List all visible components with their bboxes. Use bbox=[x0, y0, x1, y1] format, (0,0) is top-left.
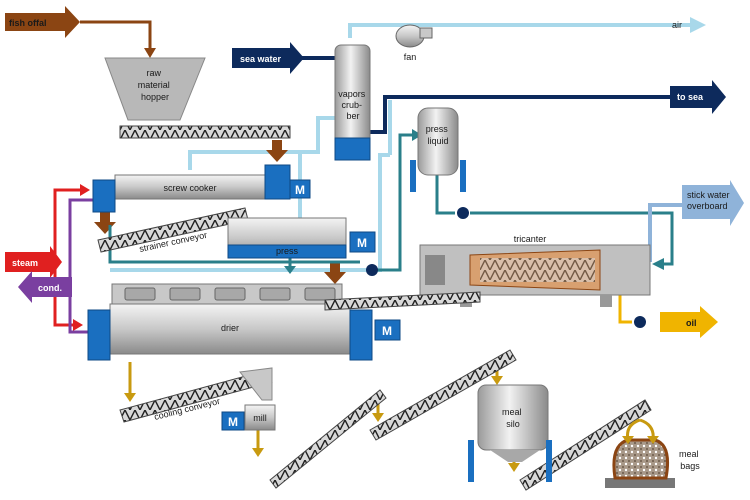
drier-motor bbox=[374, 319, 401, 341]
stick-water-arrow bbox=[682, 180, 744, 226]
label-fish-offal: fish offal bbox=[9, 18, 47, 28]
pump-stick-water bbox=[457, 207, 469, 219]
drier bbox=[87, 283, 373, 361]
meal-bags bbox=[605, 438, 675, 488]
label-drier: drier bbox=[221, 323, 239, 333]
press-liquid-tank bbox=[410, 107, 466, 192]
label-meal-bags: meal bags bbox=[679, 449, 701, 471]
conveyor-2 bbox=[369, 349, 517, 441]
tricanter bbox=[419, 244, 651, 307]
fish-offal-arrow bbox=[5, 6, 80, 38]
label-screw-cooker: screw cooker bbox=[163, 183, 216, 193]
steam-arrow bbox=[5, 246, 62, 278]
air-arrow bbox=[690, 17, 706, 33]
conveyor-3 bbox=[519, 399, 652, 491]
cond-arrow bbox=[18, 271, 72, 303]
meal-silo bbox=[468, 384, 552, 482]
label-sea-water: sea water bbox=[240, 54, 282, 64]
label-meal-silo: meal silo bbox=[502, 407, 524, 429]
motor-label-mill: M bbox=[228, 415, 238, 429]
fish-flow-lines bbox=[80, 20, 152, 50]
label-stick-water-overboard: stick water overboard bbox=[687, 190, 732, 211]
sea-water-in-arrow bbox=[232, 42, 304, 74]
drier-to-tricanter-conveyor bbox=[324, 291, 481, 311]
mill-motor bbox=[221, 411, 245, 431]
raw-material-hopper bbox=[104, 57, 206, 121]
label-steam: steam bbox=[12, 258, 38, 268]
press-motor bbox=[349, 231, 376, 253]
oil-arrow bbox=[660, 306, 718, 338]
motor-label-drier: M bbox=[382, 324, 392, 338]
label-press: press bbox=[276, 246, 299, 256]
label-tricanter: tricanter bbox=[514, 234, 547, 244]
hopper-screw-conveyor bbox=[119, 125, 291, 139]
label-to-sea: to sea bbox=[677, 92, 704, 102]
label-fan: fan bbox=[404, 52, 417, 62]
mill bbox=[244, 404, 276, 431]
motor-label-press: M bbox=[357, 236, 367, 250]
label-oil: oil bbox=[686, 318, 697, 328]
conveyor-1 bbox=[269, 389, 387, 489]
stick-water-lines bbox=[648, 203, 682, 262]
motor-label-cooker: M bbox=[295, 183, 305, 197]
fan bbox=[395, 24, 433, 48]
label-raw-material-hopper: raw material hopper bbox=[138, 68, 173, 102]
label-air: air bbox=[672, 20, 682, 30]
label-vapors-scrubber: vapors crub- ber bbox=[338, 89, 368, 121]
air-lines bbox=[110, 23, 690, 272]
label-press-liquid: press liquid bbox=[426, 124, 451, 146]
label-cond: cond. bbox=[38, 283, 62, 293]
pump-press-liquid bbox=[366, 264, 378, 276]
to-sea-arrow bbox=[670, 80, 726, 114]
pump-oil bbox=[634, 316, 646, 328]
label-mill: mill bbox=[253, 413, 267, 423]
cooker-motor bbox=[289, 179, 311, 199]
